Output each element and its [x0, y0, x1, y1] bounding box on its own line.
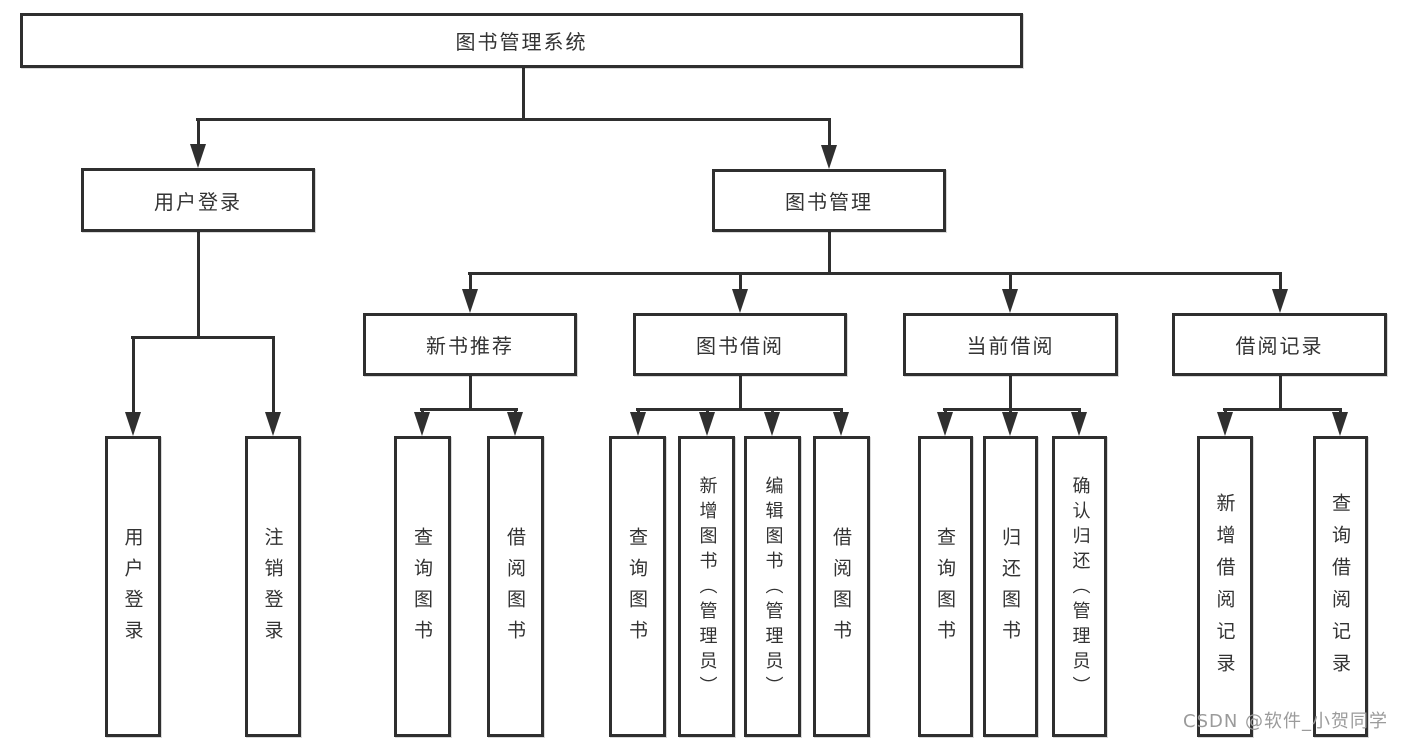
node-leaf-confirm-return-admin: 确认归还（管理员）	[1052, 436, 1107, 737]
node-leaf-return-book: 归还图书	[983, 436, 1038, 737]
node-leaf-edit-book-admin: 编辑图书（管理员）	[744, 436, 801, 737]
node-leaf-query-books-current: 查询图书	[918, 436, 973, 737]
node-leaf-add-borrow-record: 新增借阅记录	[1197, 436, 1253, 737]
node-leaf-user-login: 用户登录	[105, 436, 161, 737]
node-leaf-query-books-borrow: 查询图书	[609, 436, 666, 737]
node-leaf-add-book-admin: 新增图书（管理员）	[678, 436, 735, 737]
node-leaf-query-borrow-record: 查询借阅记录	[1313, 436, 1368, 737]
node-leaf-logout: 注销登录	[245, 436, 301, 737]
node-library-management-system: 图书管理系统	[20, 13, 1023, 68]
node-leaf-borrow-books-recommend: 借阅图书	[487, 436, 544, 737]
node-book-management: 图书管理	[712, 169, 946, 232]
node-leaf-borrow-books: 借阅图书	[813, 436, 870, 737]
node-user-login: 用户登录	[81, 168, 315, 232]
node-new-book-recommend: 新书推荐	[363, 313, 577, 376]
node-borrow-records: 借阅记录	[1172, 313, 1387, 376]
node-book-borrow: 图书借阅	[633, 313, 847, 376]
watermark: CSDN @软件_小贺同学	[1183, 711, 1389, 732]
node-current-borrow: 当前借阅	[903, 313, 1118, 376]
node-leaf-query-books-recommend: 查询图书	[394, 436, 451, 737]
